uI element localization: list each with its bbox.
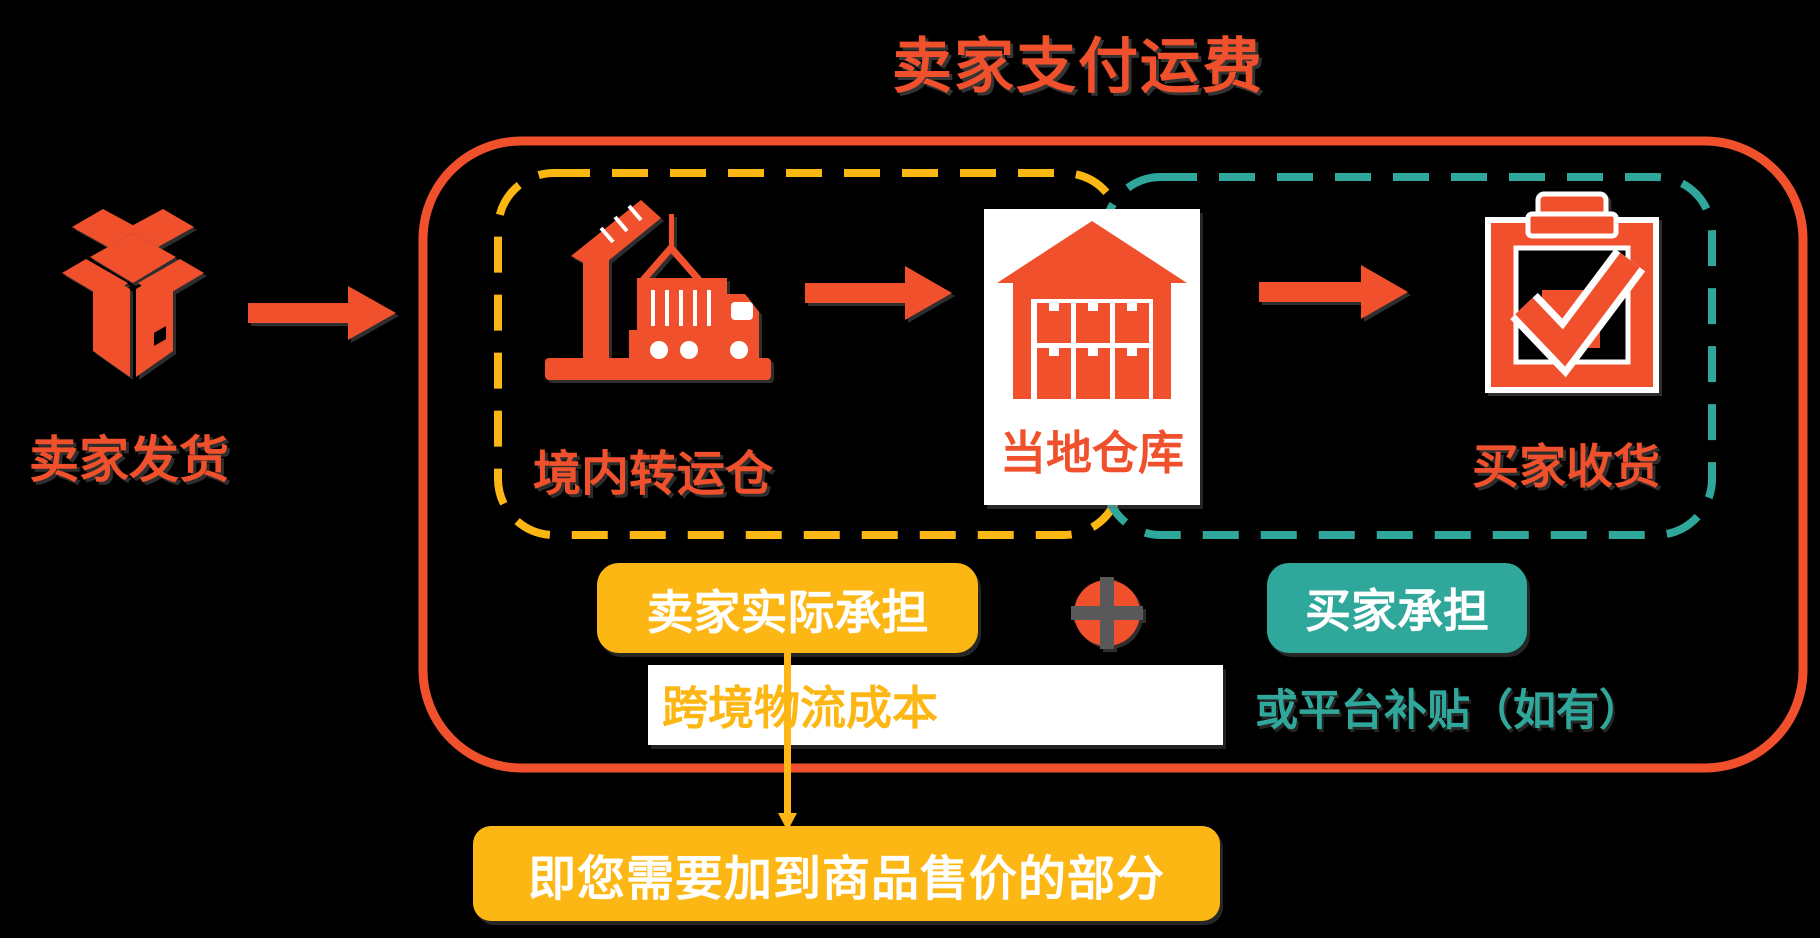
buyer-bears-label: 买家承担 (1305, 584, 1489, 638)
flow-arrow-2-icon (805, 266, 952, 320)
logistics-cost-label: 跨境物流成本 (662, 681, 938, 735)
platform-subsidy-label: 或平台补贴（如有） (1255, 686, 1642, 736)
local-warehouse-card: 当地仓库 (984, 209, 1200, 505)
flow-arrow-1-icon (248, 286, 396, 340)
warehouse-icon (997, 221, 1187, 399)
logistics-cost-strip: 跨境物流成本 (648, 665, 1223, 745)
clipboard-check-icon (1485, 191, 1659, 393)
page-title: 卖家支付运费 (892, 32, 1264, 102)
crane-truck-icon (545, 200, 771, 380)
price-addition-badge: 即您需要加到商品售价的部分 (473, 826, 1220, 921)
price-addition-label: 即您需要加到商品售价的部分 (527, 850, 1165, 907)
transfer-warehouse-label: 境内转运仓 (532, 446, 773, 502)
flow-arrow-3-icon (1259, 265, 1408, 319)
seller-bears-badge: 卖家实际承担 (597, 563, 978, 653)
buyer-bears-badge: 买家承担 (1267, 563, 1527, 653)
open-box-icon (62, 209, 204, 377)
local-warehouse-label: 当地仓库 (1000, 426, 1184, 480)
seller-bears-label: 卖家实际承担 (646, 585, 929, 641)
buyer-receive-label: 买家收货 (1472, 440, 1660, 495)
plus-icon (1071, 577, 1143, 649)
seller-ship-label: 卖家发货 (29, 431, 229, 489)
